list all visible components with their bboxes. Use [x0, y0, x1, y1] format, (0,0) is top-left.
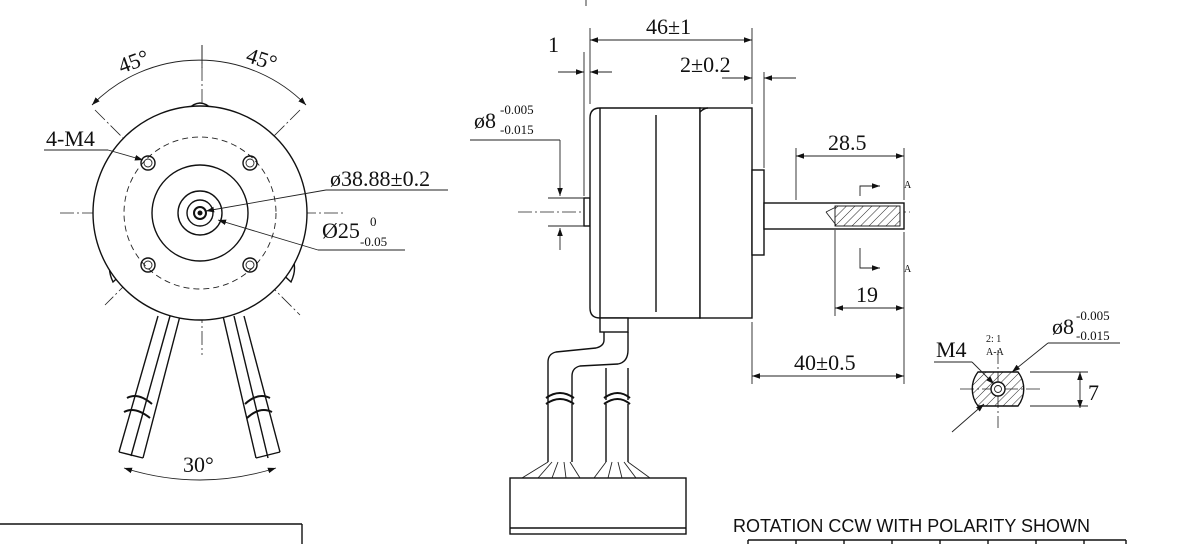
front-view: 45° 45° 4-M4 ø38.88±0.2 Ø25 0 -0.05 30°	[44, 42, 448, 481]
rotation-note-text: ROTATION CCW WITH POLARITY SHOWN	[733, 516, 1090, 536]
pilot-step	[751, 169, 765, 256]
section-marker-bottom: A	[904, 264, 912, 275]
section-shaft-tol-upper: -0.005	[1076, 308, 1110, 323]
motor-flange	[699, 107, 753, 319]
title-block-corner	[0, 523, 303, 544]
section-scale-label: 2: 1	[986, 334, 1001, 345]
lead-wires-side	[521, 317, 651, 479]
thread-depth-label: 19	[856, 282, 878, 307]
pilot-tol-lower: -0.05	[360, 234, 387, 249]
shaft-length-label: 28.5	[828, 130, 867, 155]
rear-boss-tol-lower: -0.015	[500, 122, 534, 137]
thread-holes-label: 4-M4	[46, 126, 95, 151]
angle-right-label: 45°	[243, 42, 280, 75]
section-marker-top: A	[904, 180, 912, 191]
side-view: A A 46±1	[470, 0, 912, 535]
rear-boss-diameter-label: ø8	[474, 108, 496, 133]
rotation-note: ROTATION CCW WITH POLARITY SHOWN	[733, 516, 1127, 544]
rear-boss	[583, 197, 591, 227]
section-thread-label: M4	[936, 337, 967, 362]
angle-left-label: 45°	[115, 44, 153, 78]
threaded-hole-tr	[242, 155, 258, 171]
lead-angle-label: 30°	[183, 452, 214, 477]
lead-wires-front	[118, 315, 281, 459]
section-shaft-diameter-label: ø8	[1052, 314, 1074, 339]
flat-dim-label: 7	[1088, 380, 1099, 405]
flange-offset-label: 1	[548, 32, 559, 57]
section-name-label: A-A	[986, 347, 1005, 358]
pilot-tol-upper: 0	[370, 214, 377, 229]
outer-diameter-label: ø38.88±0.2	[330, 166, 430, 191]
threaded-hole-br	[242, 257, 258, 273]
connector	[509, 477, 687, 535]
section-a-a: 2: 1 A-A M4 ø8 -0.005 -0.015 7	[934, 308, 1120, 433]
threaded-hole-tl	[140, 155, 156, 171]
shaft-from-face-label: 40±0.5	[794, 350, 856, 375]
pilot-diameter-label: Ø25	[322, 218, 360, 243]
section-shaft-tol-lower: -0.015	[1076, 328, 1110, 343]
flange-thickness-label: 2±0.2	[680, 52, 731, 77]
motor-body	[589, 107, 701, 319]
threaded-hole-bl	[140, 257, 156, 273]
rear-boss-tol-upper: -0.005	[500, 102, 534, 117]
body-length-label: 46±1	[646, 14, 691, 39]
